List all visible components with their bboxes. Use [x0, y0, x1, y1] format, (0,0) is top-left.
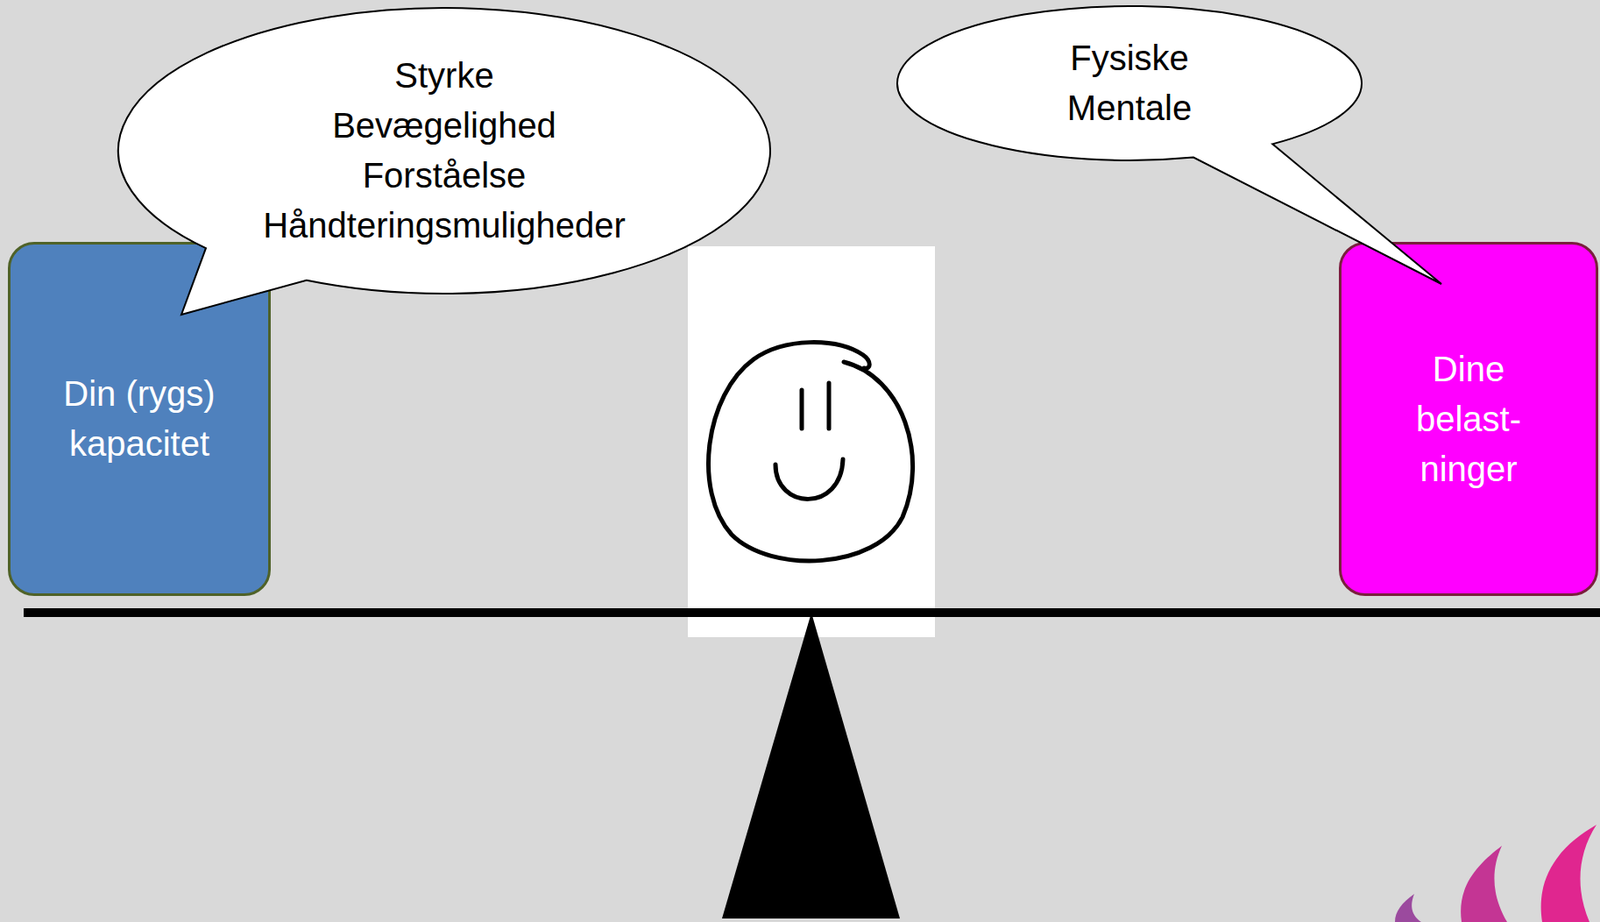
mouth	[775, 459, 843, 499]
logo-flame	[1460, 845, 1508, 922]
bubble-line: Håndteringsmuligheder	[262, 200, 626, 251]
speech-bubble: StyrkeBevægelighedForståelseHåndteringsm…	[118, 7, 771, 294]
box-label: Dine belast- ninger	[1394, 344, 1544, 495]
bubble-line: Fysiske	[1069, 33, 1190, 84]
bubble-outline	[118, 7, 771, 294]
load-box: Dine belast- ninger	[1338, 241, 1599, 596]
smiley-card	[687, 246, 935, 638]
bubble-line: Styrke	[394, 50, 494, 101]
face-outline	[708, 342, 914, 561]
fulcrum	[722, 612, 900, 919]
bubble-line: Forståelse	[362, 150, 527, 201]
bubble-path	[118, 7, 771, 315]
logo-flame	[1394, 893, 1422, 922]
balance-beam	[23, 608, 1600, 617]
bubble-outline	[897, 6, 1362, 161]
eye	[827, 382, 832, 429]
box-label: Din (rygs) kapacitet	[25, 368, 254, 469]
speech-bubble: FysiskeMentale	[897, 6, 1362, 161]
smiley-face	[708, 342, 914, 561]
bubble-line: Mentale	[1067, 83, 1192, 134]
logo-flame	[1541, 824, 1597, 922]
bubble-path	[897, 6, 1442, 284]
bubble-line: Bevægelighed	[332, 100, 557, 151]
eye	[800, 389, 805, 429]
